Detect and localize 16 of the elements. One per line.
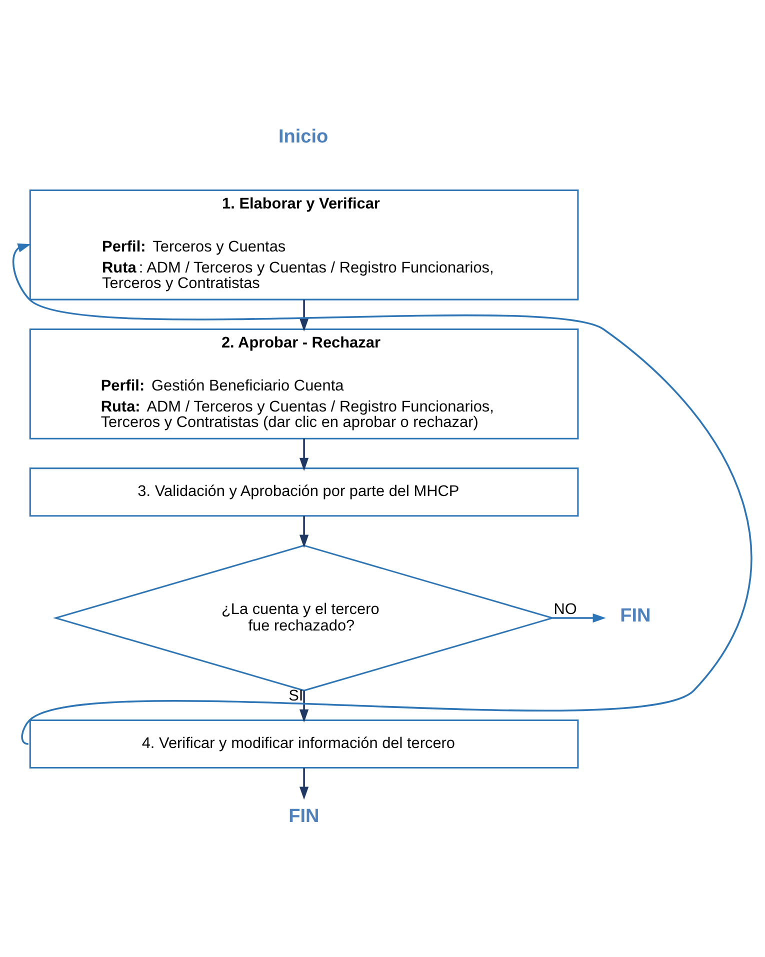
arrow: [299, 768, 309, 800]
node-text: FIN: [288, 806, 320, 827]
arrow: [299, 690, 309, 722]
node-box: 3. Validación y Aprobación por parte del MHCP: [29, 467, 579, 516]
arrow: [299, 299, 309, 332]
edge-label: NO: [554, 600, 577, 618]
arrow: [299, 515, 309, 548]
arrow: [299, 438, 309, 470]
label: Inicio: [278, 126, 328, 147]
node-box: 2. Aprobar - Rechazar Perfil: Gestión Beneficiario Cuenta Ruta: ADM / Terceros y Cuentas / Registro Funcionarios, Terceros y Contratistas (dar clic en aprobar o rechazar): [29, 328, 579, 439]
node-text: FIN: [620, 604, 651, 626]
arrow: [552, 612, 606, 622]
arrow: [12, 242, 752, 744]
node-box: 4. Verificar y modificar información del tercero: [29, 718, 579, 768]
node-diamond: ¿La cuenta y el tercero fue rechazado?: [52, 544, 556, 691]
node-box: 1. Elaborar y Verificar Perfil: Terceros y Cuentas Ruta: ADM / Terceros y Cuentas / Registro Funcionarios, Terceros y Contratistas: [29, 188, 579, 300]
